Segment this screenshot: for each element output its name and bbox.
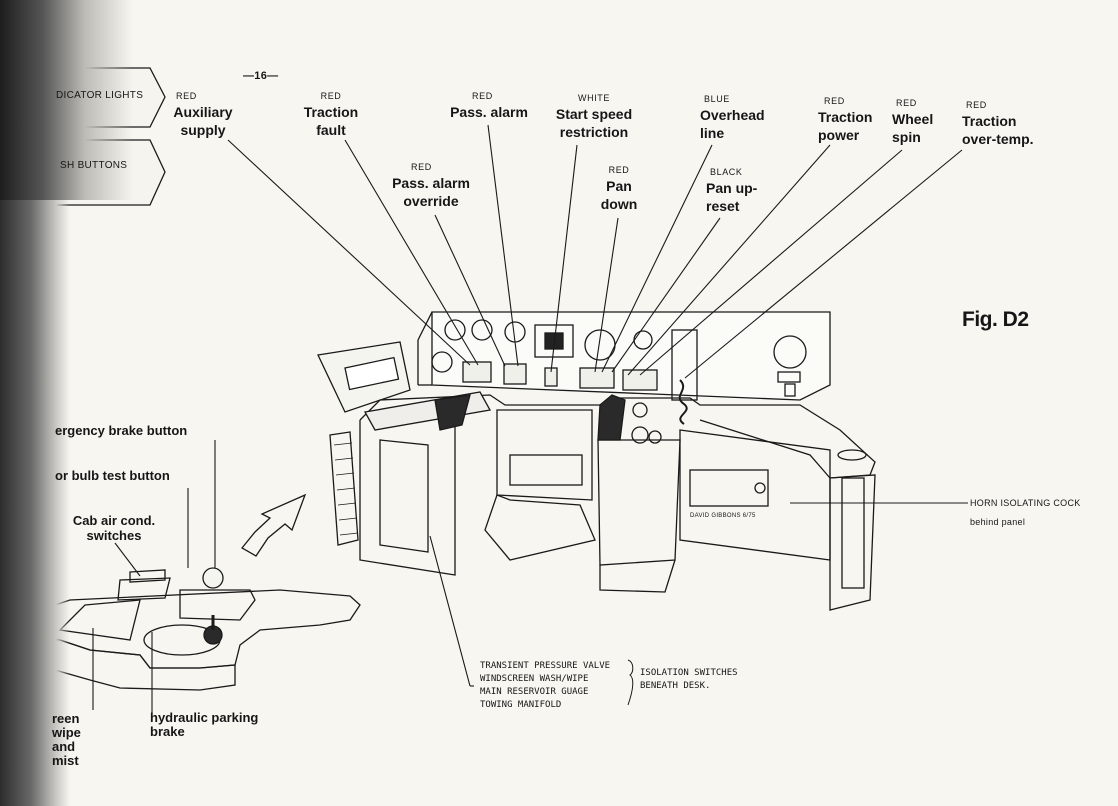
label-cab-air-cond: Cab air cond. switches [72,513,156,543]
label-traction-power: RED Traction power [818,96,873,143]
label-emergency-brake: ergency brake button [55,423,188,438]
label-pass-alarm-override: RED Pass. alarm override [392,162,470,209]
label-auxiliary-supply: RED Auxiliary supply [173,91,233,138]
switch-strip [344,356,400,391]
control-desk [317,311,876,611]
figure-label: Fig. D2 [962,308,1029,331]
tab-indicator-lights[interactable]: DICATOR LIGHTS [56,90,144,101]
label-pan-up-reset: BLACK Pan up-reset [706,167,758,214]
label-traction-over-temp: RED Traction over-temp. [962,100,1034,147]
tab-shapes [39,67,166,206]
isolation-item: MAIN RESERVOIR GUAGE [480,687,589,697]
label-horn-isolating-cock: HORN ISOLATING COCK [970,498,1081,508]
secondary-desk [39,567,361,691]
label-screen-wipe: reen wipe and mist [52,711,81,768]
label-traction-fault: RED Traction fault [303,91,359,138]
page-number: —16— [243,70,279,82]
vent-slats [333,442,359,536]
artist-signature: DAVID GIBBONS 6/75 [690,513,756,519]
leader-lines [92,124,968,713]
label-overhead-line: BLUE Overhead line [700,94,765,141]
bracket [627,659,634,706]
label-bulb-test: or bulb test button [55,468,170,483]
isolation-list: TRANSIENT PRESSURE VALVE WINDSCREEN WASH… [480,660,610,712]
label-behind-panel: behind panel [970,517,1026,527]
direction-arrow [241,493,307,557]
label-pan-down: RED Pan down [600,165,638,212]
isolation-item: WINDSCREEN WASH/WIPE [480,674,589,684]
label-hydraulic-parking-brake: hydraulic parking brake [150,710,259,739]
label-wheel-spin: RED Wheel spin [892,98,934,145]
isolation-item: TRANSIENT PRESSURE VALVE [480,661,611,671]
label-start-speed-restriction: WHITE Start speed restriction [555,93,633,140]
label-pass-alarm: RED Pass. alarm [450,91,528,120]
gauge [444,319,466,341]
tab-push-buttons[interactable]: SH BUTTONS [60,160,128,171]
clock [773,335,807,369]
isolation-note: ISOLATION SWITCHES BENEATH DESK. [640,668,738,691]
isolation-item: TOWING MANIFOLD [480,700,562,710]
lamp-groups [462,361,658,391]
